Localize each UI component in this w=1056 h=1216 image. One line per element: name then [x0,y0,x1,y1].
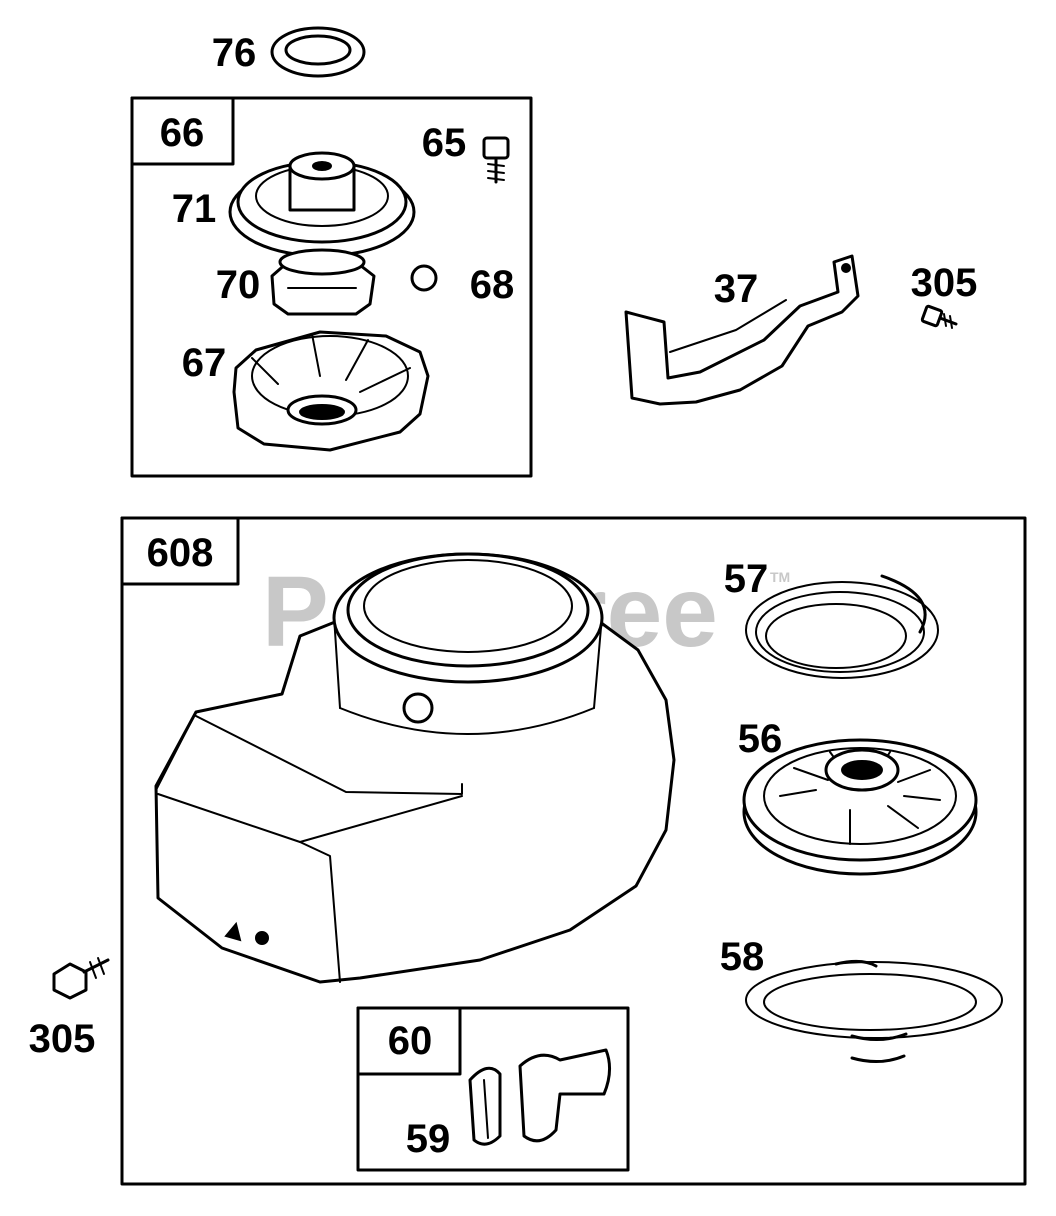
label-70: 70 [216,263,261,307]
part-56-pulley[interactable] [742,738,978,876]
part-68-ball[interactable] [410,264,438,292]
label-37: 37 [714,267,759,311]
kit-label-66: 66 [160,111,205,155]
kit-label-608: 608 [147,531,214,575]
label-305-left: 305 [29,1017,96,1061]
part-65-screw[interactable] [482,136,510,184]
label-305-top: 305 [911,261,978,305]
part-76-seal[interactable] [270,26,366,78]
part-70-ratchet[interactable] [270,248,376,316]
kit-box-608 [120,516,1027,1186]
part-58-rope[interactable] [745,959,1003,1063]
part-59-handle[interactable] [468,1048,611,1146]
kit-box-608-tag [120,516,240,586]
part-57-spring[interactable] [745,574,939,679]
label-57: 57 [724,557,769,601]
kit-box-60-tag [356,1006,462,1076]
kit-box-66 [130,96,533,478]
part-71-pulley[interactable] [228,151,416,258]
label-58: 58 [720,935,765,979]
watermark-tm: TM [770,569,790,585]
blower-housing[interactable] [154,552,676,984]
label-56: 56 [738,717,783,761]
label-71: 71 [172,187,217,231]
kit-label-60: 60 [388,1019,433,1063]
part-305-bolt-left[interactable] [52,957,110,1000]
part-67-starter-cup[interactable] [232,330,430,452]
part-37-bracket[interactable] [624,254,860,406]
label-65: 65 [422,121,467,165]
label-67: 67 [182,341,227,385]
label-76: 76 [212,31,257,75]
label-68: 68 [470,263,515,307]
part-305-screw-top[interactable] [920,304,958,329]
kit-box-60 [356,1006,630,1172]
label-59: 59 [406,1117,451,1161]
kit-box-66-tag [130,96,235,166]
